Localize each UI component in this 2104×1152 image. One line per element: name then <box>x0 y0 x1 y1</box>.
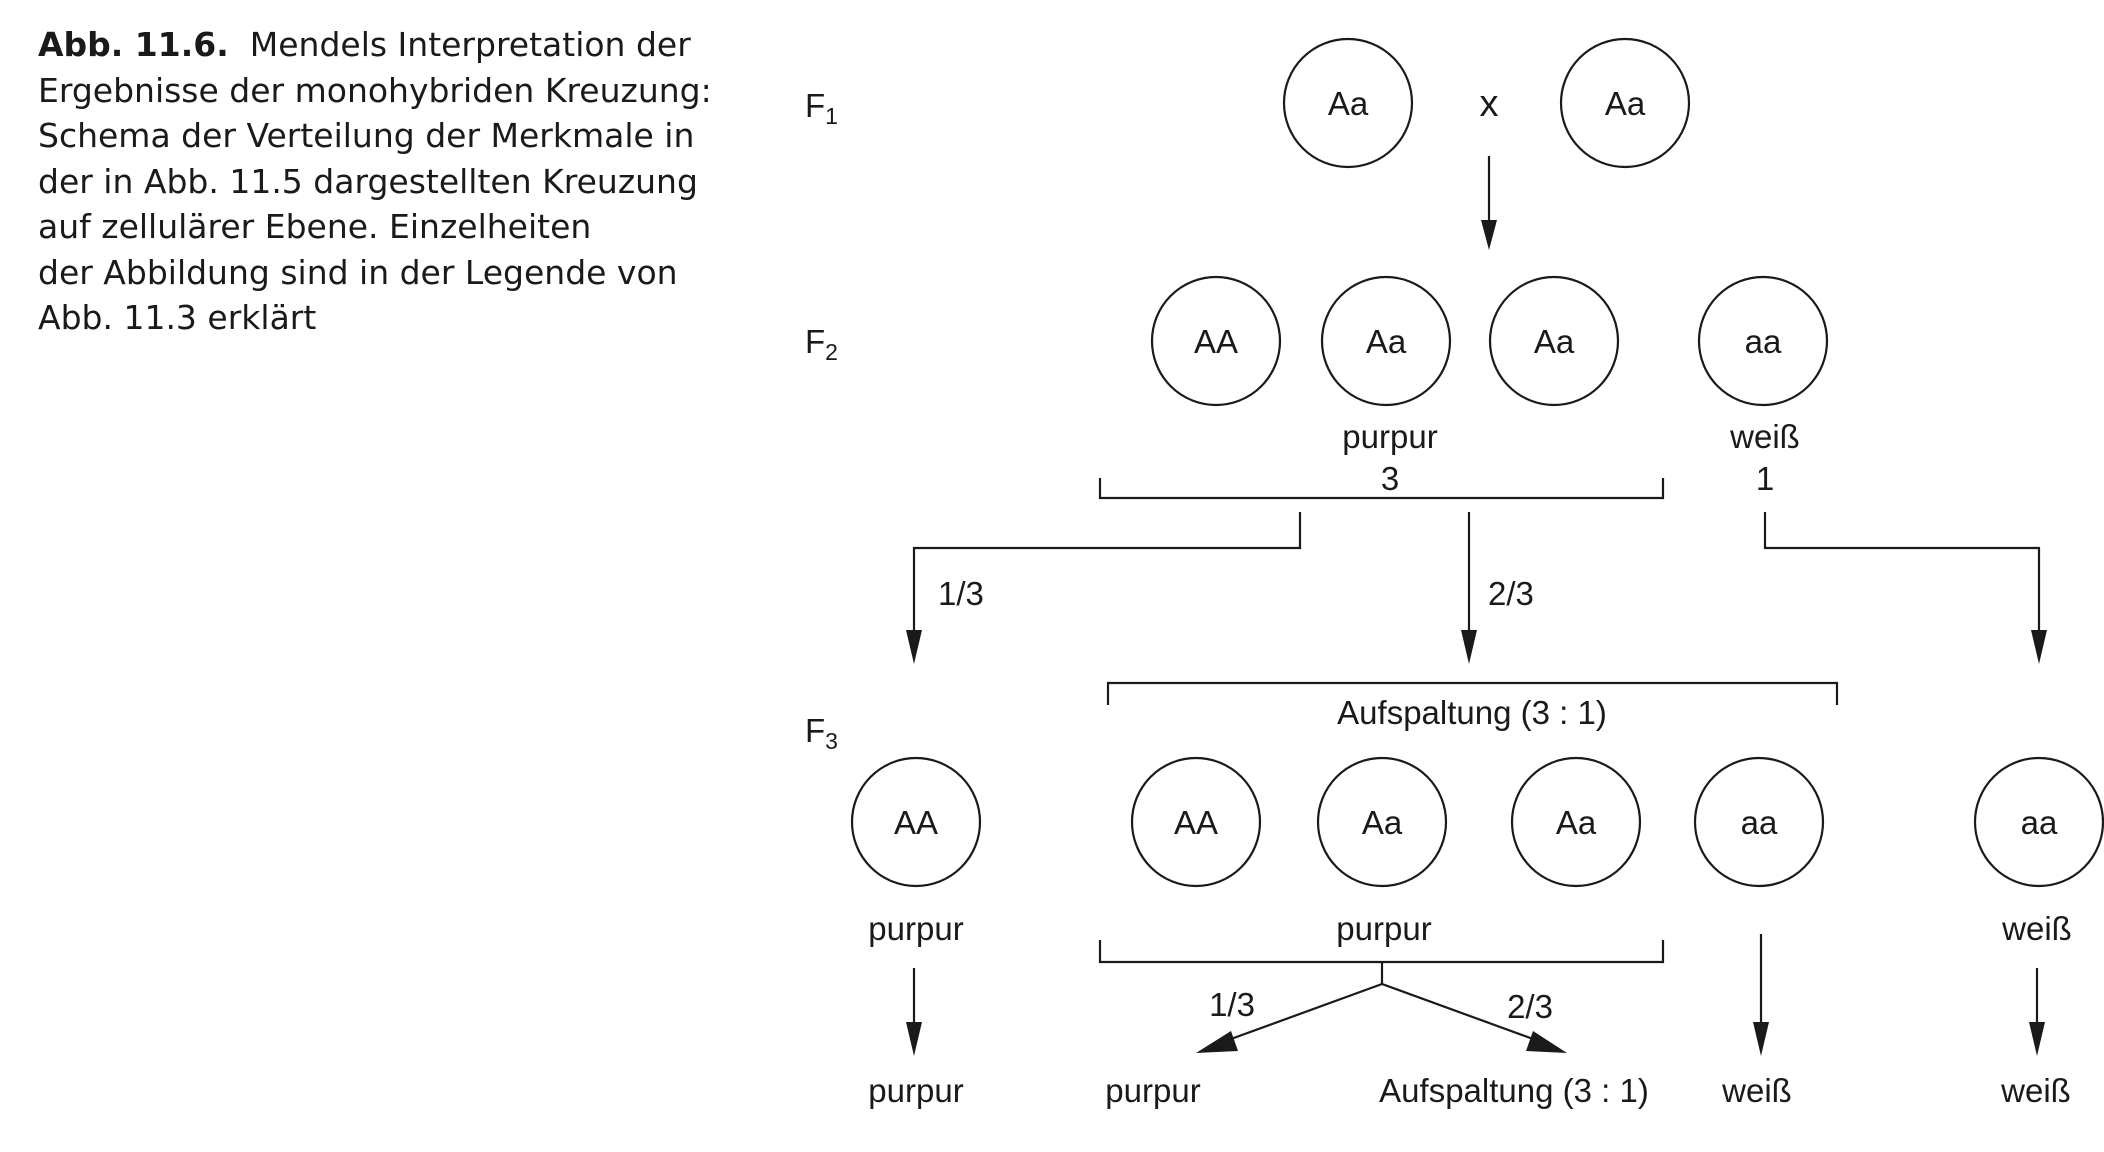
cell-circle <box>1282 37 1414 169</box>
f2-cell-2: Aa <box>1320 275 1452 407</box>
outcome-left: purpur <box>868 1072 963 1109</box>
cell-circle <box>1697 275 1829 407</box>
genotype-label: Aa <box>1362 804 1403 841</box>
f3-right-cell: aa <box>1973 756 2104 888</box>
caption-label: Abb. 11.6. <box>38 25 229 64</box>
outcome-aa: weiß <box>1721 1072 1792 1109</box>
genotype-label: AA <box>894 804 938 841</box>
cell-circle <box>850 756 982 888</box>
cell-circle <box>1320 275 1452 407</box>
genotype-label: Aa <box>1534 323 1575 360</box>
segregation-bracket <box>1106 681 1839 705</box>
caption-line-2: Ergebnisse der monohybriden Kreuzung: <box>38 70 712 110</box>
arrow-left-outcome-head <box>906 1022 922 1056</box>
segregation-label: Aufspaltung (3 : 1) <box>1337 694 1607 731</box>
caption-line-3: Schema der Verteilung der Merkmale in <box>38 116 695 155</box>
cell-circle <box>1130 756 1262 888</box>
f2-recessive-phenotype: weiß <box>1729 418 1800 455</box>
split-fraction-left: 1/3 <box>1209 986 1255 1023</box>
arrow-f2-middle-head <box>1461 630 1477 664</box>
split-fraction-right: 2/3 <box>1507 988 1553 1025</box>
genotype-label: Aa <box>1605 85 1646 122</box>
f3-left-phenotype: purpur <box>868 910 963 947</box>
figure-caption: Abb. 11.6. Mendels Interpretation der Er… <box>38 22 798 341</box>
arrow-f2-left-head <box>906 630 922 664</box>
arrow-f2-right-shaft <box>1763 512 2041 632</box>
arrow-f2-right-head <box>2031 630 2047 664</box>
outcome-right: weiß <box>2000 1072 2071 1109</box>
outcome-middle-right: Aufspaltung (3 : 1) <box>1379 1072 1649 1109</box>
f2-cell-4: aa <box>1697 275 1829 407</box>
cell-circle <box>1559 37 1691 169</box>
caption-line-6: der Abbildung sind in der Legende von <box>38 252 678 292</box>
generation-label-f1: F1 <box>805 87 838 129</box>
f2-dominant-bracket <box>1098 478 1665 500</box>
caption-line-4: der in Abb. 11.5 dargestellten Kreuzung <box>38 161 698 201</box>
f3-middle-cell-4: aa <box>1693 756 1825 888</box>
f1-parent-left: Aa <box>1282 37 1414 169</box>
split-arrow-left-head <box>1196 1031 1238 1053</box>
f3-right-phenotype: weiß <box>2001 910 2072 947</box>
cell-circle <box>1150 275 1282 407</box>
caption-line-7: Abb. 11.3 erklärt <box>38 298 317 337</box>
f3-middle-phenotype: purpur <box>1336 910 1431 947</box>
f3-middle-cell-2: Aa <box>1316 756 1448 888</box>
cell-circle <box>1693 756 1825 888</box>
f3-middle-cell-3: Aa <box>1510 756 1642 888</box>
arrow-right-outcome-head <box>2029 1022 2045 1056</box>
fraction-middle: 2/3 <box>1488 575 1534 612</box>
genotype-label: Aa <box>1556 804 1597 841</box>
arrow-f2-left-shaft <box>912 512 1302 632</box>
genotype-label: aa <box>2021 804 2058 841</box>
split-arrow-left-shaft <box>1219 982 1383 1045</box>
f2-dominant-phenotype: purpur <box>1342 418 1437 455</box>
arrow-f1-f2-head <box>1481 220 1497 250</box>
genotype-label: aa <box>1745 323 1782 360</box>
f2-cell-3: Aa <box>1488 275 1620 407</box>
f2-cell-1: AA <box>1150 275 1282 407</box>
f2-recessive-count: 1 <box>1756 460 1774 497</box>
genotype-label: AA <box>1194 323 1238 360</box>
arrow-aa-outcome-head <box>1753 1022 1769 1056</box>
cell-circle <box>1510 756 1642 888</box>
f3-middle-cell-1: AA <box>1130 756 1262 888</box>
caption-line-5: auf zellulärer Ebene. Einzelheiten <box>38 207 592 246</box>
generation-label-f3: F3 <box>805 712 838 754</box>
f1-parent-right: Aa <box>1559 37 1691 169</box>
caption-text-1: Mendels Interpretation der <box>249 25 691 64</box>
split-arrow-right-head <box>1526 1031 1567 1053</box>
f3-left-cell: AA <box>850 756 982 888</box>
genotype-label: Aa <box>1328 85 1369 122</box>
cell-circle <box>1316 756 1448 888</box>
caption-line-1: Abb. 11.6. Mendels Interpretation der <box>38 22 798 68</box>
cell-circle <box>1488 275 1620 407</box>
generation-label-f2: F2 <box>805 323 838 365</box>
f2-dominant-count: 3 <box>1381 460 1399 497</box>
cross-symbol: x <box>1480 83 1499 125</box>
outcome-middle-left: purpur <box>1105 1072 1200 1109</box>
genotype-label: Aa <box>1366 323 1407 360</box>
cell-circle <box>1973 756 2104 888</box>
genotype-label: AA <box>1174 804 1218 841</box>
fraction-left: 1/3 <box>938 575 984 612</box>
split-arrow-right-shaft <box>1381 982 1545 1045</box>
genotype-label: aa <box>1741 804 1778 841</box>
